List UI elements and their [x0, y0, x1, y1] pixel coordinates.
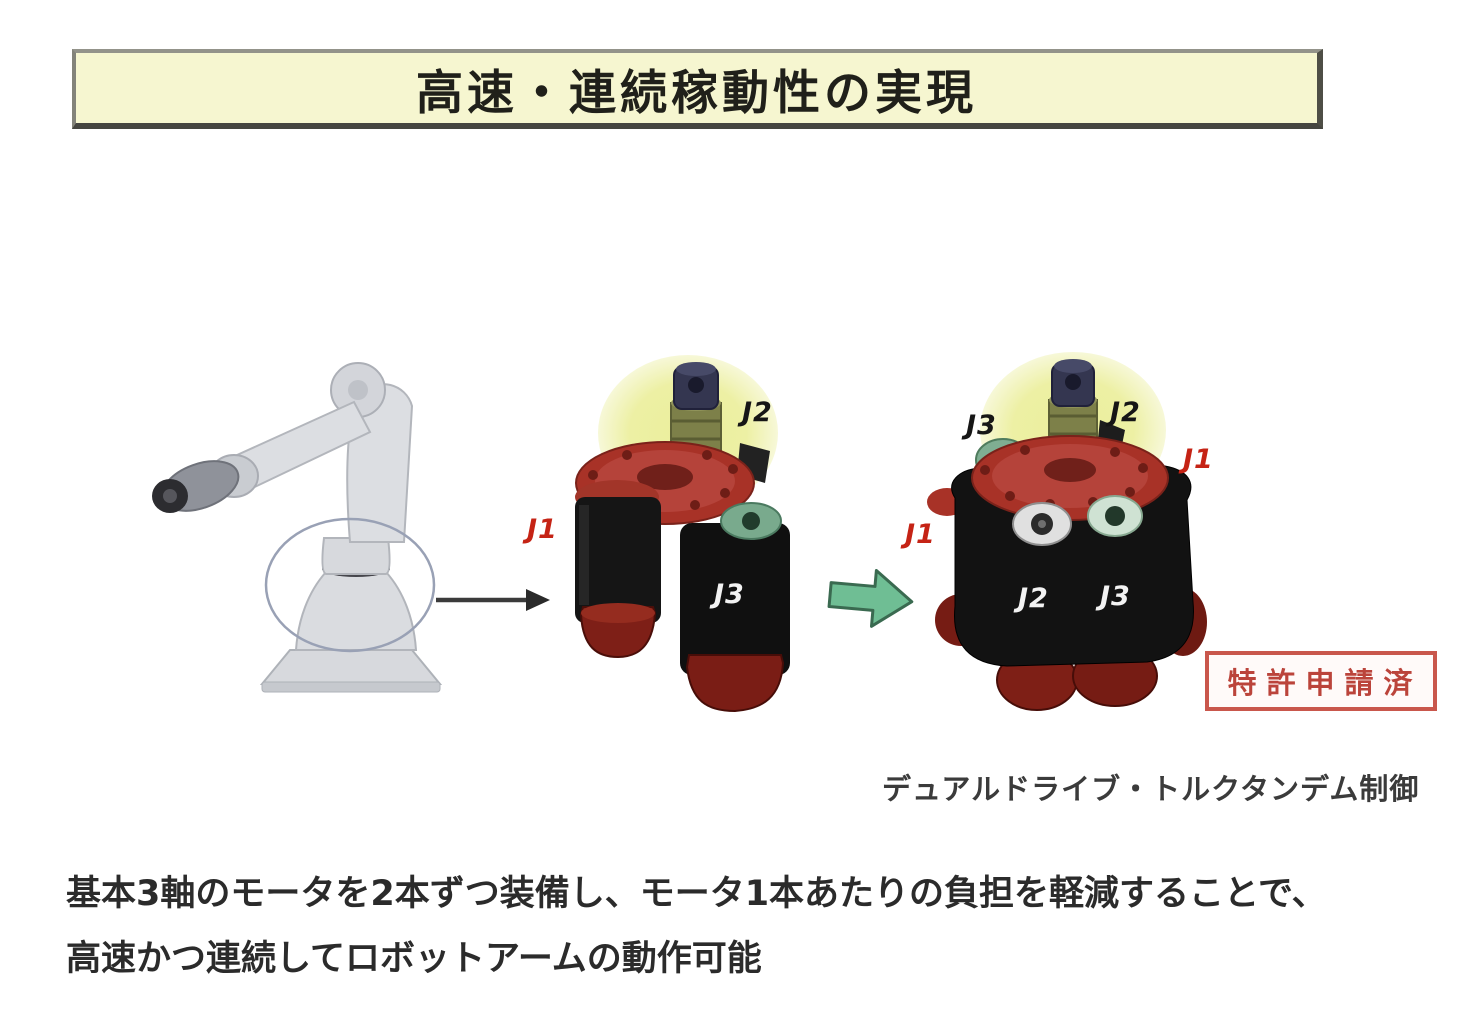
label-j2-tandem-body: J2	[1018, 583, 1049, 614]
dual-motor-unit-illustration	[575, 355, 790, 713]
robot-arm-illustration	[152, 362, 550, 693]
label-j3-middle: J3	[714, 579, 745, 610]
green-block-arrow-icon	[827, 568, 914, 628]
label-j1-tandem-right: J1	[1183, 444, 1214, 475]
arrow-right-icon	[436, 589, 550, 611]
label-j3-tandem-top: J3	[966, 410, 997, 441]
figure-caption: デュアルドライブ・トルクタンデム制御	[882, 772, 1420, 806]
patent-pending-badge: 特許申請済	[1205, 651, 1437, 711]
description-text: 基本3軸のモータを2本ずつ装備し、モータ1本あたりの負担を軽減することで、 高速…	[66, 862, 1426, 992]
page-title: 高速・連続稼動性の実現	[416, 65, 977, 121]
description-line-2: 高速かつ連続してロボットアームの動作可能	[66, 939, 762, 979]
tandem-motor-unit-illustration	[927, 352, 1207, 711]
description-line-1: 基本3軸のモータを2本ずつ装備し、モータ1本あたりの負担を軽減することで、	[66, 874, 1327, 914]
label-j2-middle: J2	[742, 397, 773, 428]
title-banner: 高速・連続稼動性の実現	[72, 49, 1323, 129]
label-j3-tandem-body: J3	[1100, 581, 1131, 612]
label-j1-middle: J1	[527, 514, 558, 545]
base-highlight-circle	[264, 517, 436, 653]
label-j1-tandem-left: J1	[905, 519, 936, 550]
label-j2-tandem-top: J2	[1110, 397, 1141, 428]
